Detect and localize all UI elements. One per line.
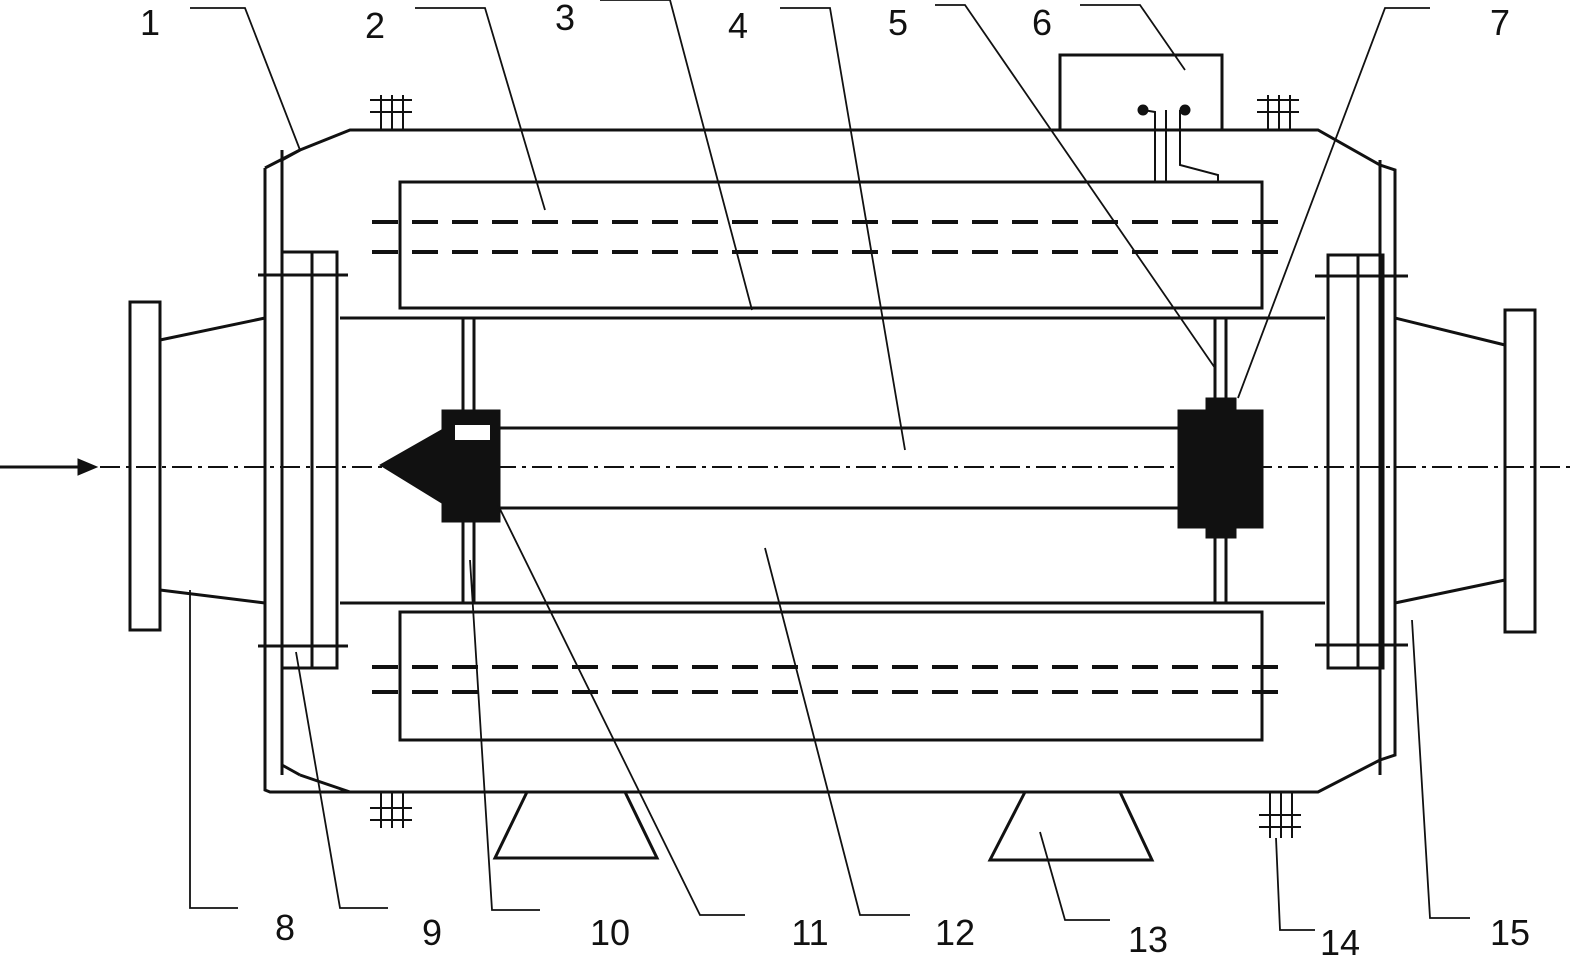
support-feet — [492, 790, 1155, 862]
callout-6: 6 — [1032, 2, 1052, 43]
callout-13: 13 — [1128, 919, 1168, 960]
callout-8: 8 — [275, 907, 295, 948]
left-end-assembly — [128, 250, 348, 670]
bolt-top-right — [1257, 95, 1299, 130]
flow-pipe — [340, 307, 1325, 613]
callout-4: 4 — [728, 5, 748, 46]
bolt-bottom-left — [370, 792, 412, 828]
callout-5: 5 — [888, 2, 908, 43]
callout-2: 2 — [365, 5, 385, 46]
callout-14: 14 — [1320, 922, 1360, 963]
lower-magnet-block — [372, 610, 1292, 742]
left-hub — [379, 318, 501, 603]
callout-10: 10 — [590, 912, 630, 953]
callout-9: 9 — [422, 912, 442, 953]
terminal-box — [1058, 53, 1224, 182]
right-hub — [1177, 318, 1264, 603]
shell-bolts — [370, 95, 1301, 838]
right-end-assembly — [1315, 253, 1537, 670]
callout-12: 12 — [935, 912, 975, 953]
bolt-top-left — [370, 95, 412, 130]
callout-15: 15 — [1490, 912, 1530, 953]
bolt-bottom-right — [1259, 792, 1301, 838]
leader-lines — [189, 0, 1470, 931]
center-axis — [0, 458, 1575, 476]
callout-11: 11 — [791, 912, 828, 953]
callout-1: 1 — [140, 2, 160, 43]
callout-7: 7 — [1490, 2, 1510, 43]
central-rod — [500, 426, 1180, 510]
upper-magnet-block — [372, 180, 1292, 310]
callout-labels: 1 2 3 4 5 6 7 8 9 10 11 12 13 14 15 — [140, 0, 1530, 963]
callout-3: 3 — [555, 0, 575, 38]
